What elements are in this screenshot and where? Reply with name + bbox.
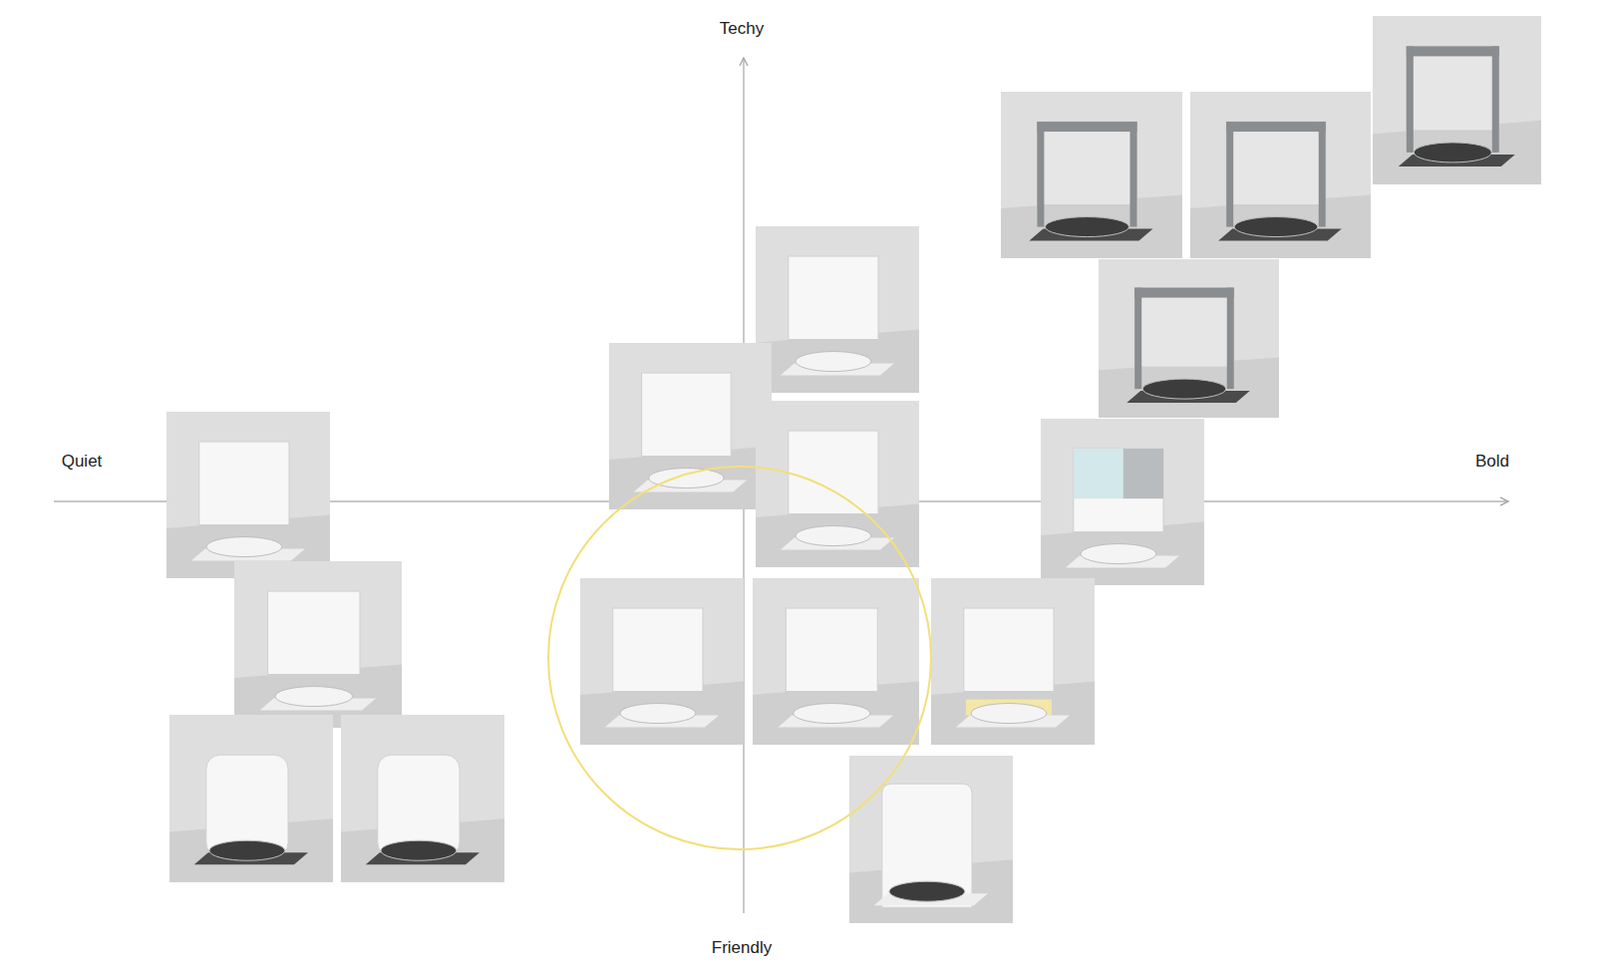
tile-wall [849,755,1013,924]
dock-body [963,608,1054,692]
dock-body [641,372,732,457]
product-tile [752,578,920,745]
tile-wall [169,714,333,883]
robot-vacuum [648,468,724,489]
product-tile [166,411,330,579]
dock-body [788,430,879,515]
dock-body [1134,288,1235,368]
tile-wall [1040,418,1205,586]
product-tile [1190,91,1371,259]
tile-wall [752,578,920,745]
tile-wall [755,226,920,393]
dock-side [1226,121,1234,228]
robot-vacuum [795,526,872,547]
product-tile [234,561,402,728]
dock-side [1492,45,1500,153]
product-tiles [166,15,1542,924]
dock-body [1226,121,1326,206]
product-tile [755,226,920,393]
dock-side [1406,45,1414,153]
dock-body [268,591,360,675]
product-tile [340,714,505,883]
highlight-circle [548,466,932,850]
robot-vacuum [889,881,965,902]
tile-wall [340,714,505,883]
dock-body [1036,121,1137,206]
tile-wall [1372,15,1542,185]
robot-vacuum [1142,378,1227,399]
tile-wall [609,342,772,510]
robot-vacuum [1044,217,1129,238]
robot-vacuum [970,703,1047,724]
axis-label: Friendly [711,938,772,959]
robot-vacuum [209,840,286,861]
dock-body [1073,448,1164,533]
dock-top [1226,121,1326,132]
dock-panel [1122,448,1164,499]
product-tile [931,578,1095,745]
product-tile [1372,15,1542,185]
robot-vacuum [793,703,871,724]
dock-side [1134,288,1142,390]
product-tile [1040,418,1205,586]
dock-tank [1073,448,1124,499]
dock-top [1134,288,1235,299]
tile-wall [1190,91,1371,259]
dock-body [785,608,878,692]
tile-wall [931,578,1095,745]
product-tile [849,755,1013,924]
dock-body [199,441,290,526]
axis-label: Bold [1475,451,1510,472]
dock-side [1130,121,1138,228]
dock-side [1227,288,1235,390]
axis-label: Techy [719,18,764,39]
tile-wall [234,561,402,728]
tile-wall [166,411,330,579]
product-tile [580,578,744,745]
dock-body [882,783,972,908]
dock-body [1406,45,1500,131]
product-tile [755,400,920,568]
dock-side [1036,121,1044,228]
robot-vacuum [380,840,457,861]
dock-top [1036,121,1137,132]
robot-vacuum [206,537,283,558]
product-tile [1098,259,1280,418]
robot-vacuum [1413,142,1492,163]
tile-wall [1000,91,1183,259]
product-tile [1000,91,1183,259]
axis-label: Quiet [61,451,103,472]
dock-top [1406,45,1500,56]
dock-side [1318,121,1326,228]
tile-wall [1098,259,1280,418]
product-tile [609,342,772,510]
robot-vacuum [795,351,872,372]
robot-vacuum [1080,544,1157,565]
robot-vacuum [1234,217,1318,238]
tile-wall [755,400,920,568]
tile-wall [580,578,744,745]
dock-body [613,608,703,692]
product-tile [169,714,333,883]
dock-body [788,256,879,340]
robot-vacuum [620,703,696,724]
robot-vacuum [275,686,353,707]
